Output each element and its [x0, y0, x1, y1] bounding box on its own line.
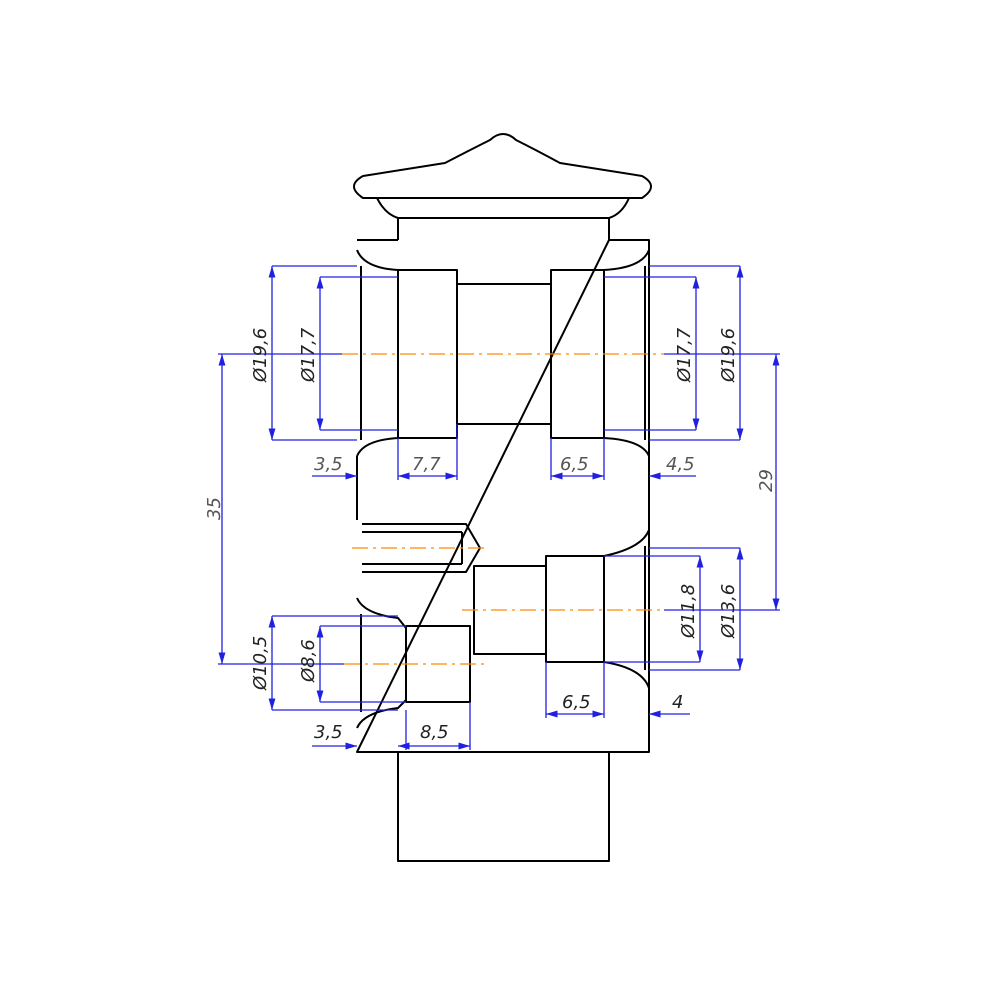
- head-collar: [397, 218, 610, 240]
- upper-right-flare: [603, 249, 650, 457]
- lower-right-flare: [603, 529, 650, 689]
- label-len-85: 8,5: [420, 722, 449, 743]
- lower-left-flare: [356, 597, 407, 729]
- label-d196-left: Ø19,6: [250, 328, 271, 383]
- dimension-lines: [218, 265, 780, 750]
- label-d118: Ø11,8: [678, 584, 699, 639]
- label-d196-right: Ø19,6: [718, 328, 739, 383]
- head-neck: [376, 197, 630, 219]
- valve-head: [353, 133, 652, 240]
- valve-body: [356, 239, 650, 862]
- upper-left-flare: [356, 249, 399, 457]
- dimension-labels: Ø19,6 Ø17,7 Ø17,7 Ø19,6 3,5 7,7 6,5 4,5 …: [204, 327, 777, 743]
- lower-right-bore: [545, 555, 605, 663]
- upper-passage: [342, 249, 664, 457]
- label-d136: Ø13,6: [718, 584, 739, 639]
- label-dist-29: 29: [756, 469, 777, 492]
- label-len-35-bottom: 3,5: [314, 722, 343, 743]
- label-d86: Ø8,6: [298, 639, 319, 683]
- label-len-65-bottom: 6,5: [562, 692, 591, 713]
- head-cap: [353, 133, 652, 199]
- label-d105: Ø10,5: [250, 636, 271, 691]
- section-break: [356, 456, 650, 520]
- bottom-stem: [397, 751, 610, 862]
- label-d177-left: Ø17,7: [298, 327, 319, 383]
- body-outline: [356, 239, 650, 753]
- threaded-hole: [352, 523, 486, 573]
- label-len-77: 7,7: [412, 454, 441, 475]
- label-len-65-top: 6,5: [560, 454, 589, 475]
- label-len-4: 4: [672, 692, 683, 713]
- label-len-35-top: 3,5: [314, 454, 343, 475]
- label-dist-35: 35: [204, 497, 225, 520]
- label-d177-right: Ø17,7: [674, 327, 695, 383]
- lower-passage: [344, 529, 664, 729]
- label-len-45: 4,5: [666, 454, 695, 475]
